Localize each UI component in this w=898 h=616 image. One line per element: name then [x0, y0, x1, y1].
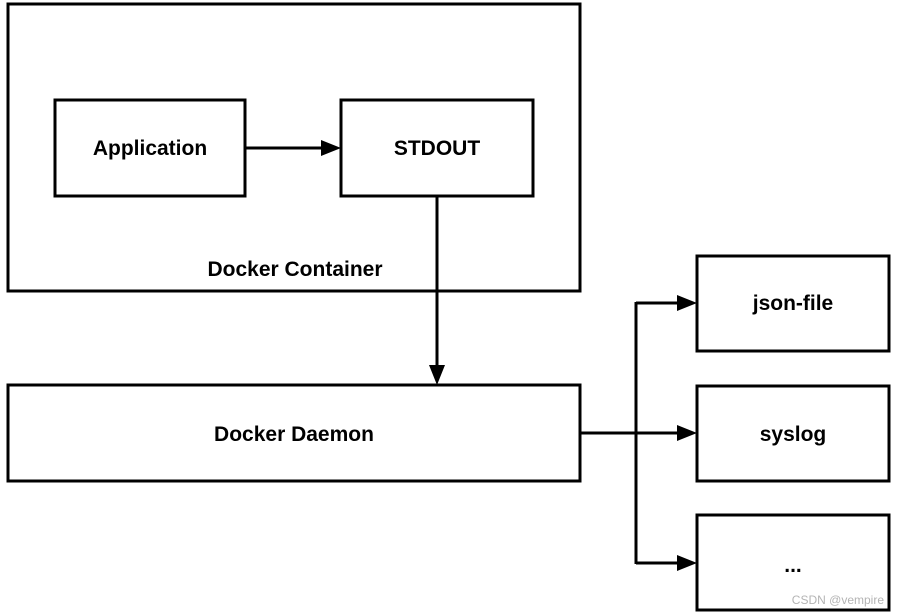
- arrow-application-to-stdout: [245, 140, 341, 156]
- watermark-text: CSDN @vempire: [792, 593, 885, 607]
- application-node: Application: [53, 98, 247, 198]
- stdout-node: STDOUT: [339, 98, 535, 198]
- json-file-label: json-file: [752, 292, 834, 315]
- syslog-box: [695, 384, 891, 483]
- docker-daemon-node: Docker Daemon: [6, 383, 582, 483]
- syslog-arrowhead: [677, 425, 697, 441]
- json-file-node: json-file: [695, 254, 891, 353]
- application-label: Application: [93, 137, 207, 160]
- docker-container-label: Docker Container: [207, 258, 382, 281]
- application-box: [53, 98, 247, 198]
- docker-daemon-label: Docker Daemon: [214, 423, 374, 446]
- more-box: [695, 513, 891, 612]
- stdout-label: STDOUT: [394, 137, 481, 160]
- more-node: ...: [695, 513, 891, 612]
- syslog-label: syslog: [760, 423, 827, 446]
- more-arrowhead: [677, 555, 697, 571]
- json-file-arrowhead: [677, 295, 697, 311]
- arrow-stdout-to-daemon: [429, 196, 445, 385]
- arrow-daemon-to-outputs: [580, 295, 697, 571]
- syslog-node: syslog: [695, 384, 891, 483]
- json-file-box: [695, 254, 891, 353]
- more-label: ...: [784, 554, 802, 577]
